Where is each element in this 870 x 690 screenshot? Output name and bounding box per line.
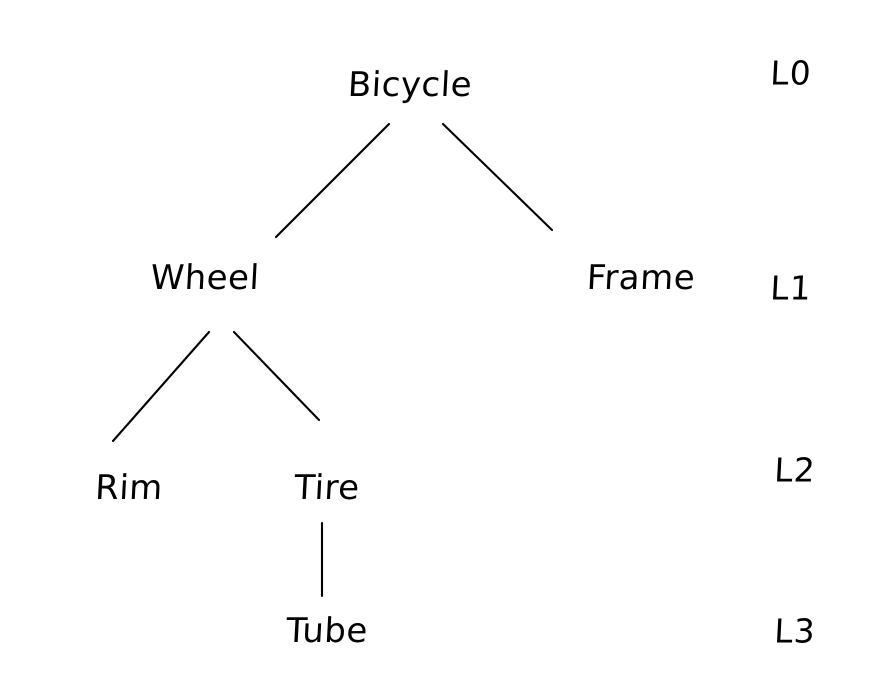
edge-wheel-rim bbox=[111, 330, 211, 443]
edge-wheel-tire bbox=[232, 330, 321, 422]
edge-bicycle-wheel bbox=[274, 122, 391, 239]
tree-node-wheel: Wheel bbox=[149, 258, 261, 298]
tree-node-tire: Tire bbox=[293, 468, 361, 508]
tree-node-frame: Frame bbox=[585, 258, 697, 298]
level-label-l3: L3 bbox=[773, 611, 817, 651]
level-label-l0: L0 bbox=[769, 53, 813, 93]
edge-bicycle-frame bbox=[441, 122, 554, 232]
tree-node-bicycle: Bicycle bbox=[346, 65, 474, 105]
tree-node-tube: Tube bbox=[285, 611, 369, 651]
tree-node-rim: Rim bbox=[94, 468, 164, 508]
level-label-l2: L2 bbox=[773, 450, 817, 490]
level-label-l1: L1 bbox=[769, 268, 813, 308]
